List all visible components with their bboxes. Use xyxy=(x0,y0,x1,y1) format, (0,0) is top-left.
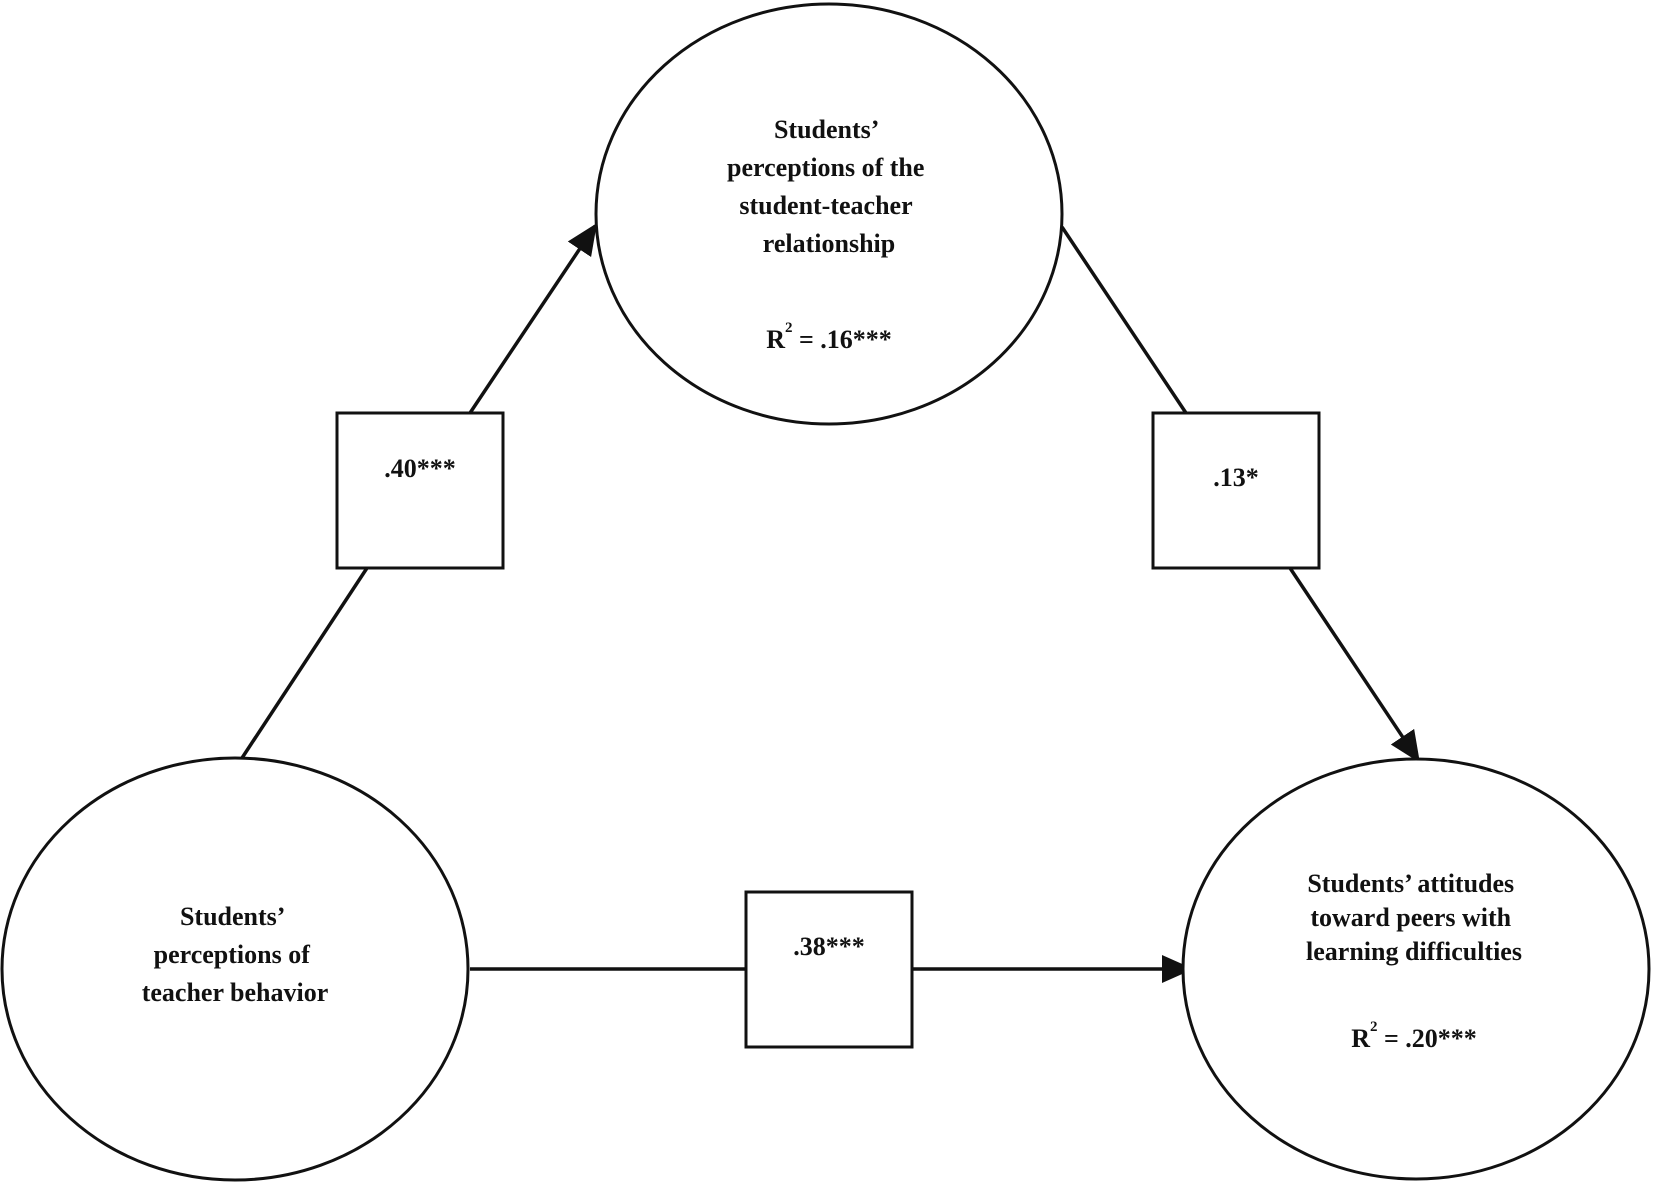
mediator-r-squared: R2 = .16*** xyxy=(766,320,892,354)
coefficient-box-predictor-mediator: .40*** xyxy=(335,411,505,570)
coefficient-box-mediator-outcome: .13* xyxy=(1151,411,1321,570)
mediator-label-line-2: perceptions of the xyxy=(727,153,924,182)
path-line-mediator-outcome-upper xyxy=(1060,226,1188,414)
predictor-label-line-2: perceptions of xyxy=(154,940,311,969)
coefficient-mediator-outcome: .13* xyxy=(1213,463,1259,492)
node-mediator: Students’ perceptions of the student-tea… xyxy=(594,2,1064,426)
path-arrow-predictor-mediator xyxy=(468,223,597,414)
path-line-predictor-mediator-lower xyxy=(240,567,369,759)
node-predictor: Students’ perceptions of teacher behavio… xyxy=(0,756,470,1182)
mediator-label-line-3: student-teacher xyxy=(739,191,912,220)
outcome-label-line-1: Students’ attitudes xyxy=(1307,869,1514,898)
svg-text:Students’ perceptions of: Students’ perceptions of teacher behavio… xyxy=(142,902,329,1007)
predictor-label-line-3: teacher behavior xyxy=(142,978,329,1007)
svg-text:Students’ attitudes towa: Students’ attitudes toward peers with le… xyxy=(1306,869,1522,966)
predictor-label-line-1: Students’ xyxy=(180,902,284,931)
coefficient-predictor-outcome: .38*** xyxy=(793,932,865,961)
mediator-label-line-4: relationship xyxy=(763,229,895,258)
outcome-label-line-3: learning difficulties xyxy=(1306,937,1522,966)
coefficient-box-predictor-outcome: .38*** xyxy=(744,890,914,1049)
outcome-r-squared: R2 = .20*** xyxy=(1351,1019,1477,1053)
svg-text:Students’ perceptions of: Students’ perceptions of the student-tea… xyxy=(727,115,931,258)
mediator-label-line-1: Students’ xyxy=(774,115,878,144)
path-arrow-mediator-outcome xyxy=(1288,567,1420,763)
outcome-label-line-2: toward peers with xyxy=(1310,903,1511,932)
coefficient-predictor-mediator: .40*** xyxy=(384,454,456,483)
node-outcome: Students’ attitudes toward peers with le… xyxy=(1181,757,1651,1181)
